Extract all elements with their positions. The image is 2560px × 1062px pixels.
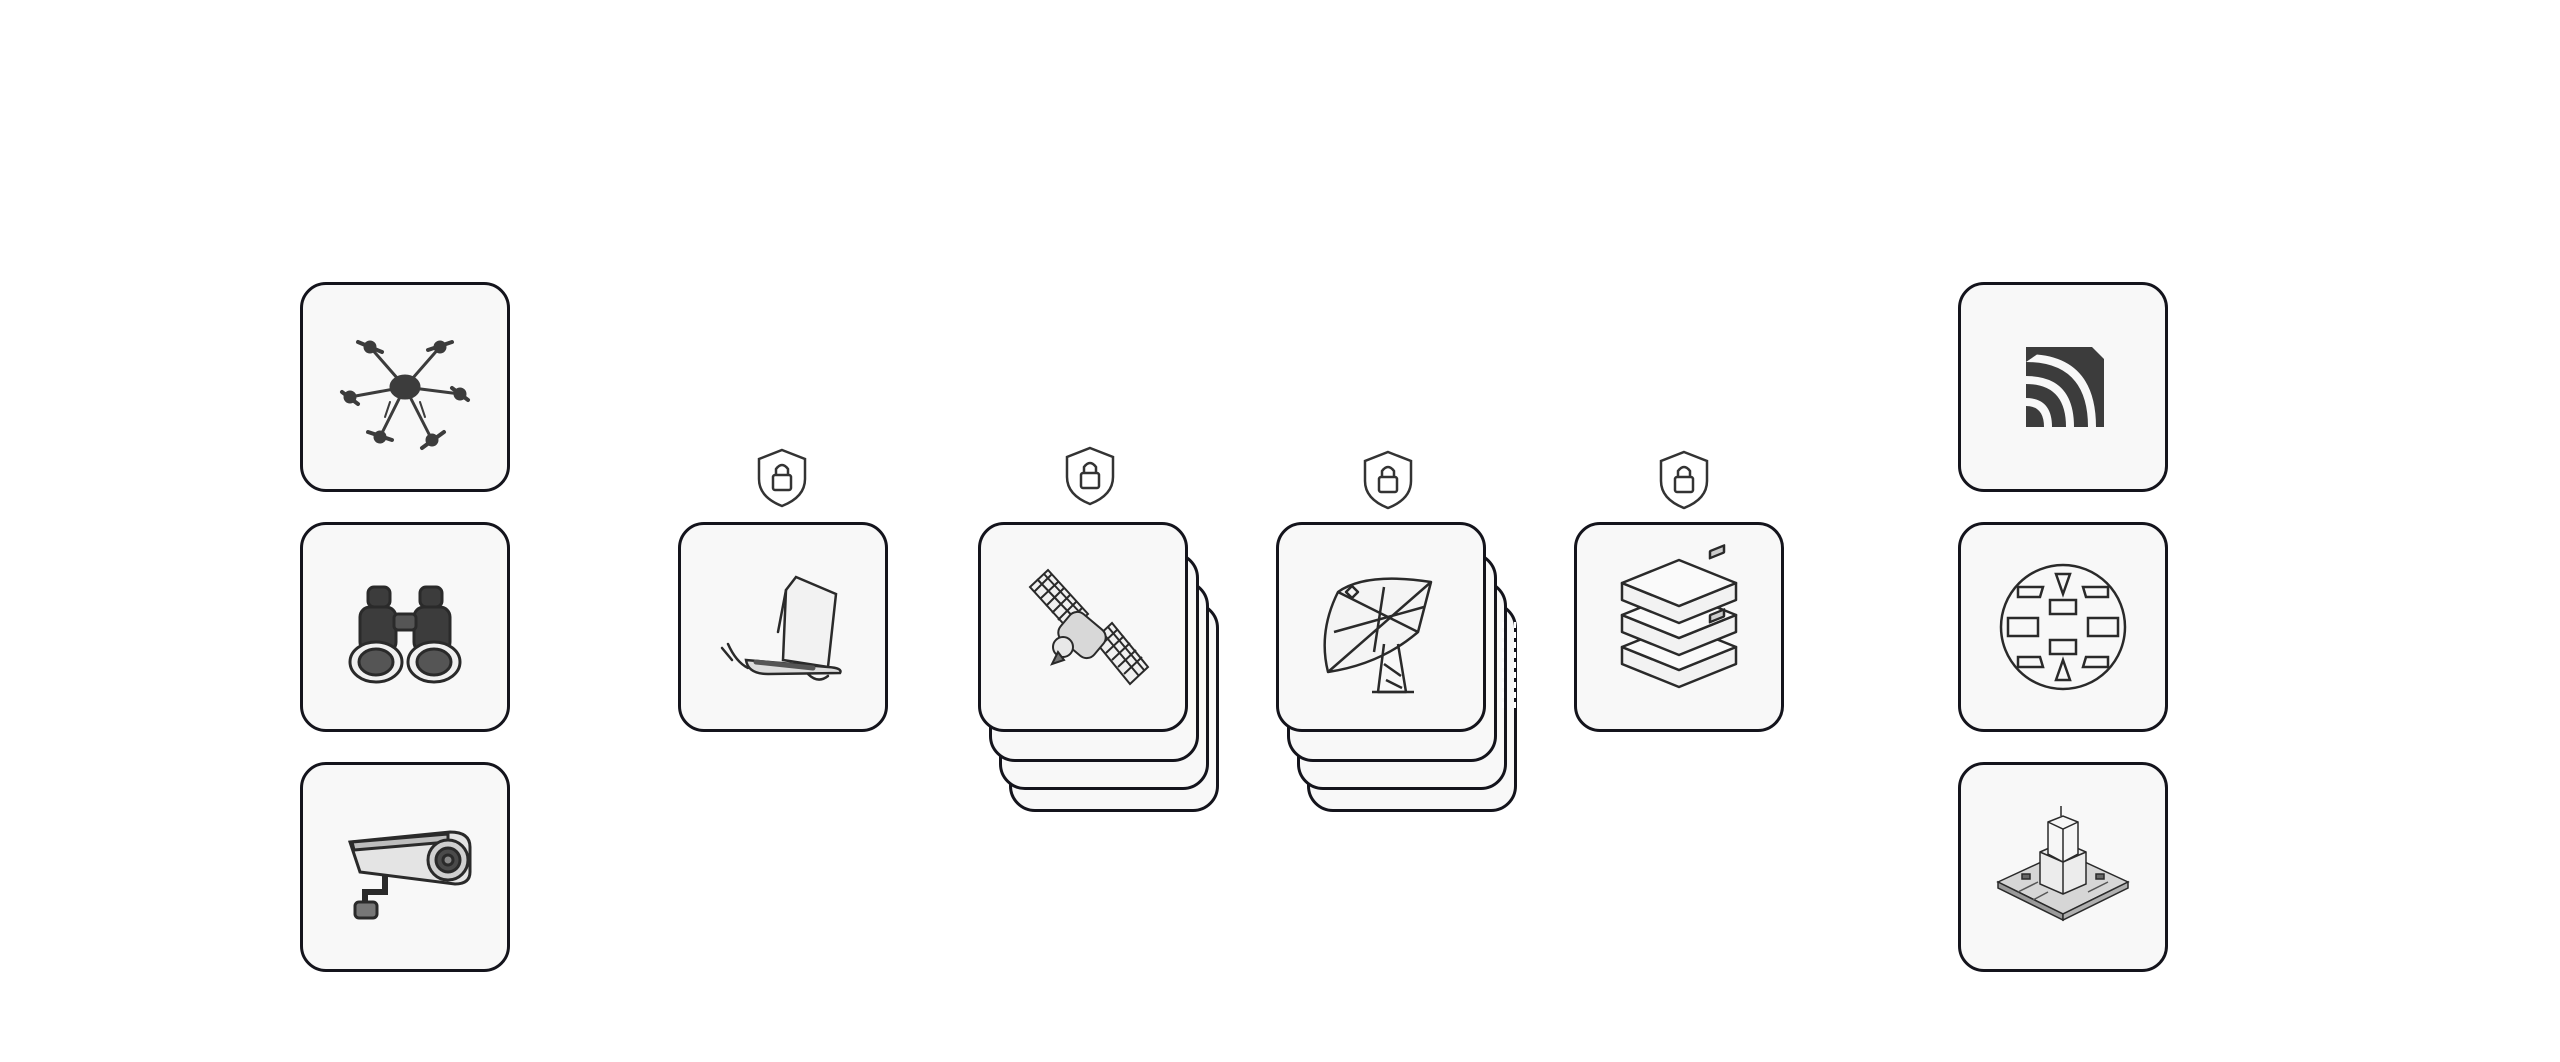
ground-station-dish-icon [1323,577,1433,694]
satellite-icon [1028,568,1150,686]
lock-shield-icon [1657,449,1711,511]
source-tile-drone[interactable] [300,282,510,492]
connector-dash [1514,622,1516,712]
source-tile-binoculars[interactable] [300,522,510,732]
headquarters-building-icon [1996,806,2130,922]
lock-shield-icon [1063,445,1117,507]
lock-shield-icon [755,447,809,509]
stage-tile-satellite[interactable] [978,522,1188,732]
destination-tile-headquarters[interactable] [1958,762,2168,972]
lock-shield-icon [1361,449,1415,511]
connector-dash [1502,622,1504,712]
stage-tile-server[interactable] [1574,522,1784,732]
portable-satellite-terminal-icon [720,575,842,681]
security-camera-icon [347,830,472,920]
globe-icon [1999,563,2127,691]
destination-tile-globe[interactable] [1958,522,2168,732]
stage-tile-dish[interactable] [1276,522,1486,732]
stage-tile-terminal[interactable] [678,522,888,732]
server-stack-icon [1620,544,1738,689]
drone-icon [340,340,470,450]
source-tile-camera[interactable] [300,762,510,972]
binoculars-icon [348,585,462,684]
destination-tile-feed[interactable] [1958,282,2168,492]
rss-feed-icon [2026,347,2104,427]
